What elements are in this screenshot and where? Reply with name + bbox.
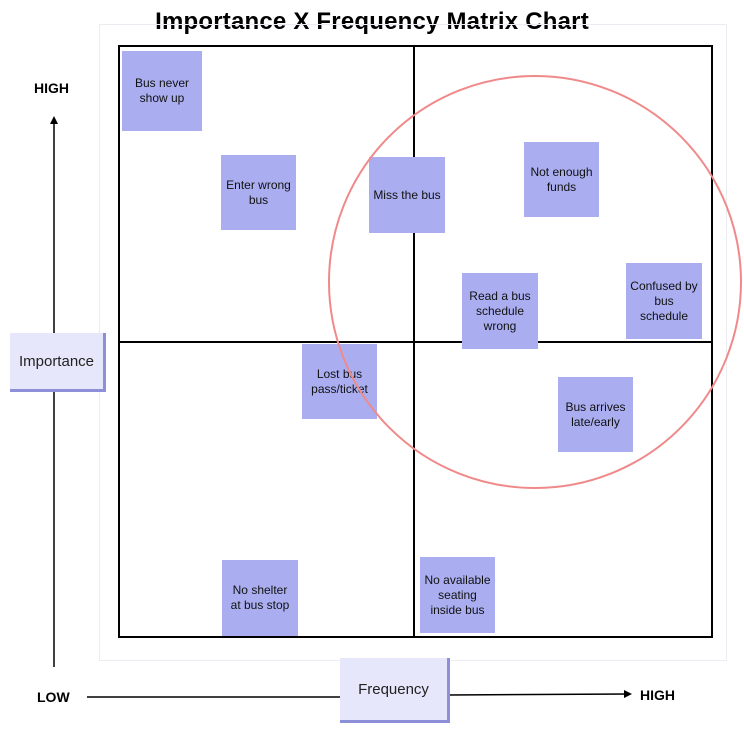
sticky-note[interactable]: Lost bus pass/ticket	[302, 344, 377, 419]
y-axis-label: Importance	[18, 352, 95, 370]
horizontal-divider	[118, 341, 713, 343]
sticky-note[interactable]: Bus never show up	[122, 51, 202, 131]
chart-title: Importance X Frequency Matrix Chart	[155, 8, 589, 35]
x-axis-arrow-right	[447, 690, 632, 699]
x-axis-high-label: HIGH	[640, 687, 675, 703]
highlight-circle	[328, 75, 742, 489]
y-axis-high-label: HIGH	[34, 80, 69, 96]
sticky-note[interactable]: No shelter at bus stop	[222, 560, 298, 636]
sticky-note[interactable]: Not enough funds	[524, 142, 599, 217]
x-axis-low-label: LOW	[37, 689, 70, 705]
sticky-note[interactable]: Miss the bus	[369, 157, 445, 233]
x-axis-label: Frequency	[358, 680, 429, 698]
sticky-note[interactable]: Enter wrong bus	[221, 155, 296, 230]
sticky-note[interactable]: Read a bus schedule wrong	[462, 273, 538, 349]
sticky-note[interactable]: Confused by bus schedule	[626, 263, 702, 339]
sticky-note[interactable]: No available seating inside bus	[420, 557, 495, 633]
x-axis-label-box: Frequency	[340, 658, 450, 723]
sticky-note[interactable]: Bus arrives late/early	[558, 377, 633, 452]
y-axis-label-box: Importance	[10, 333, 106, 392]
